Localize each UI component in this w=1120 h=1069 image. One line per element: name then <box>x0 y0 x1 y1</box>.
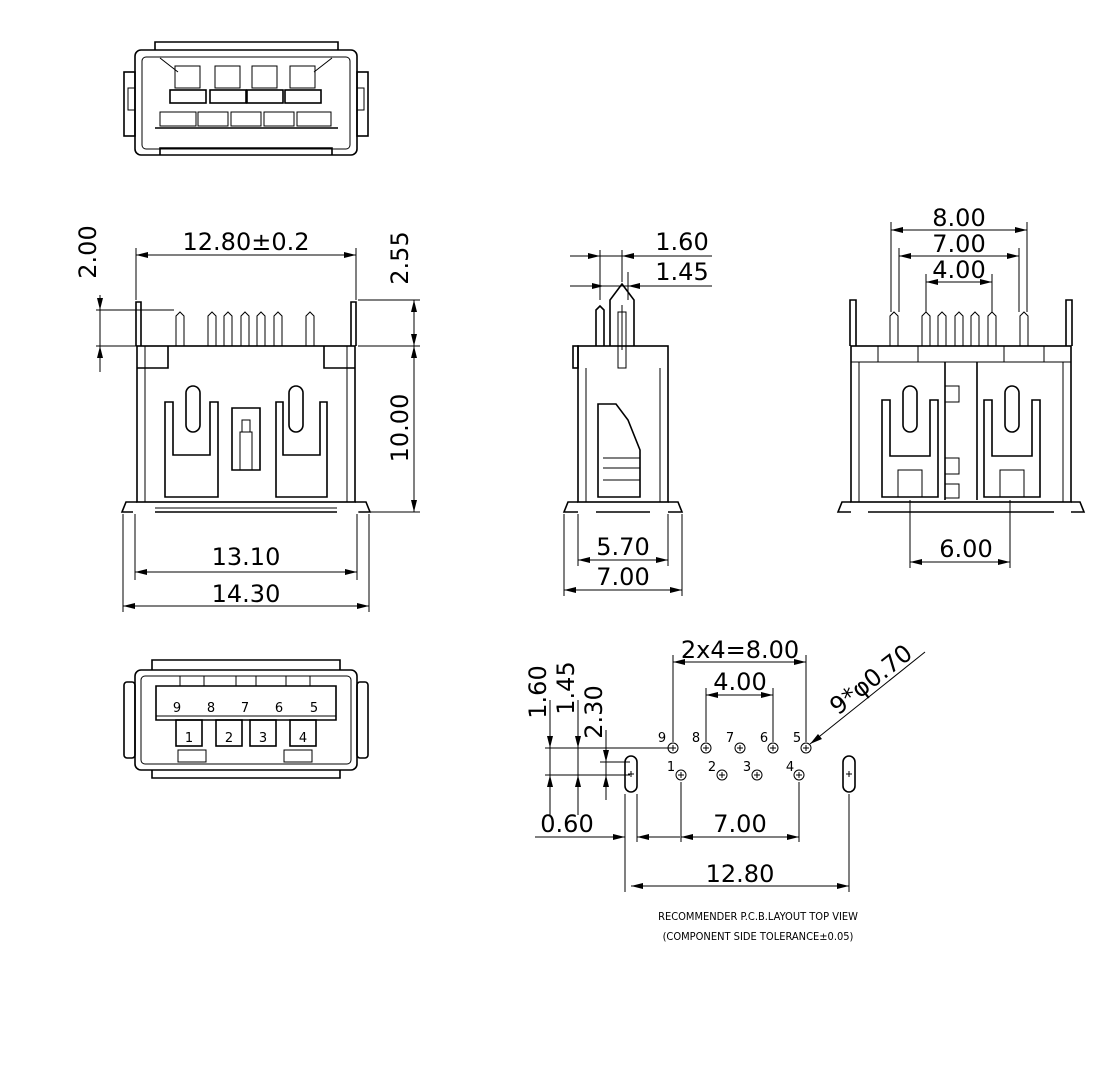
side-pin-b-label: 1.45 <box>655 258 708 286</box>
side-view <box>562 282 684 513</box>
rear-view <box>836 299 1086 513</box>
rear-inner-label: 4.00 <box>932 256 985 284</box>
front-overall-width-label: 14.30 <box>212 580 281 608</box>
pcb-pin-6: 6 <box>760 731 768 746</box>
pcb-row-c-label: 2.30 <box>580 685 608 738</box>
end-pin-7: 7 <box>241 701 249 716</box>
pcb-pin-7: 7 <box>726 731 734 746</box>
pcb-layout: 9 8 7 6 5 1 2 3 4 <box>624 731 856 793</box>
end-pin-4: 4 <box>299 731 307 746</box>
pcb-pin-9: 9 <box>658 731 666 746</box>
pcb-note-line1: RECOMMENDER P.C.B.LAYOUT TOP VIEW <box>658 910 858 923</box>
pcb-pin-4: 4 <box>786 760 794 775</box>
pcb-row-width-label: 7.00 <box>713 810 766 838</box>
pcb-pitch-label: 2x4=8.00 <box>681 636 799 664</box>
end-pin-8: 8 <box>207 701 215 716</box>
pcb-slot-span-label: 12.80 <box>706 860 775 888</box>
front-height-label: 10.00 <box>386 394 414 463</box>
end-pin-9: 9 <box>173 701 181 716</box>
front-width-label: 12.80±0.2 <box>183 228 310 256</box>
pcb-note-line2: (COMPONENT SIDE TOLERANCE±0.05) <box>663 930 854 943</box>
pcb-layout-dimensions: 2x4=8.00 4.00 9*φ0.70 1.60 1.45 2.30 0.6… <box>524 636 926 943</box>
side-view-dimensions: 1.60 1.45 5.70 7.00 <box>563 228 712 596</box>
end-view: 9 8 7 6 5 1 2 3 4 <box>123 659 369 779</box>
front-body-width-label: 13.10 <box>212 543 281 571</box>
end-pin-5: 5 <box>310 701 318 716</box>
rear-tab-label: 6.00 <box>939 535 992 563</box>
pcb-slot-label: 0.60 <box>540 810 593 838</box>
pcb-pin-3: 3 <box>743 760 751 775</box>
front-pin-top-label: 2.00 <box>74 225 102 278</box>
pcb-pin-5: 5 <box>793 731 801 746</box>
side-pin-a-label: 1.60 <box>655 228 708 256</box>
pcb-pin-1: 1 <box>667 760 675 775</box>
pcb-pin-2: 2 <box>708 760 716 775</box>
end-pin-6: 6 <box>275 701 283 716</box>
pcb-pin-8: 8 <box>692 731 700 746</box>
front-view <box>120 301 372 513</box>
top-view <box>123 41 369 156</box>
side-overall-label: 7.00 <box>596 563 649 591</box>
front-pin-length-label: 2.55 <box>386 231 414 284</box>
end-pin-2: 2 <box>225 731 233 746</box>
pcb-inner-label: 4.00 <box>713 668 766 696</box>
side-base-label: 5.70 <box>596 533 649 561</box>
pcb-row-b-label: 1.45 <box>552 661 580 714</box>
rear-view-dimensions: 8.00 7.00 4.00 6.00 <box>890 204 1028 568</box>
rear-outer-label: 8.00 <box>932 204 985 232</box>
end-pin-3: 3 <box>259 731 267 746</box>
pcb-hole-label: 9*φ0.70 <box>824 639 917 721</box>
end-pin-1: 1 <box>185 731 193 746</box>
front-view-dimensions: 12.80±0.2 2.00 2.55 10.00 13.10 14.30 <box>74 225 420 612</box>
rear-mid-label: 7.00 <box>932 230 985 258</box>
pcb-row-a-label: 1.60 <box>524 665 552 718</box>
